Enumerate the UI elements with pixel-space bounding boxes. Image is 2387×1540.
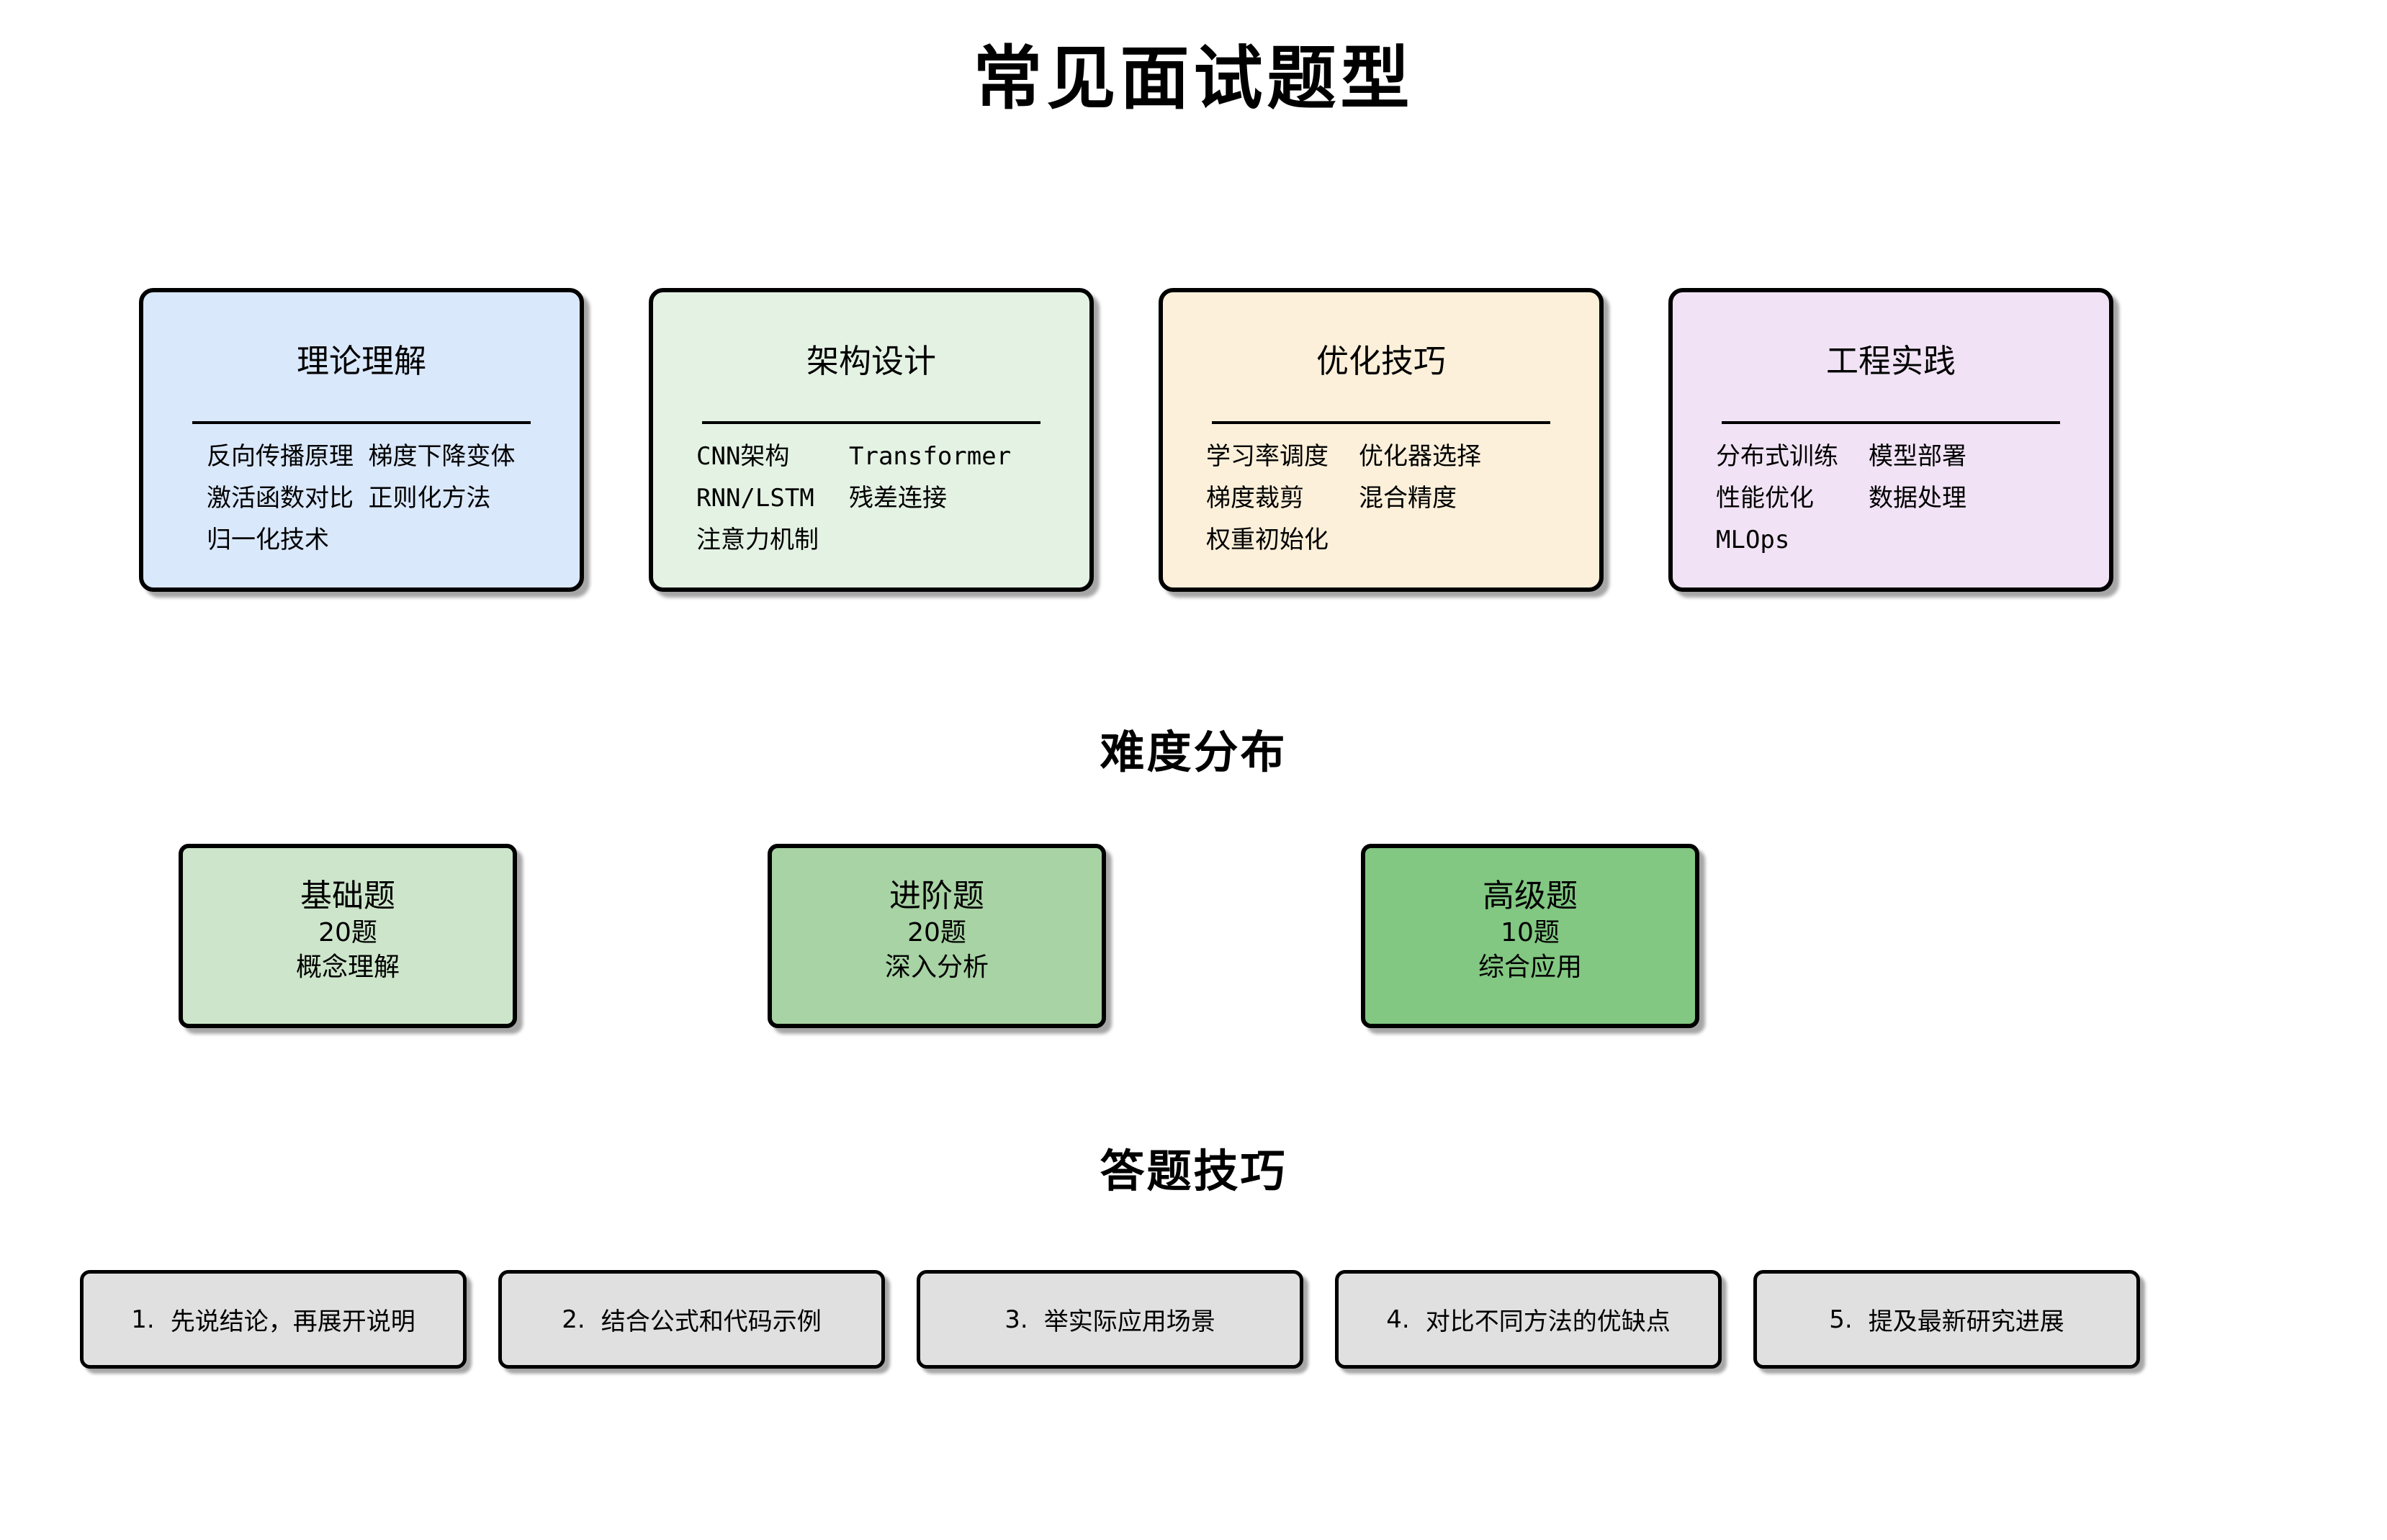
- tip-card-5: 5. 提及最新研究进展: [1753, 1270, 2140, 1369]
- difficulty-title: 进阶题: [889, 878, 984, 914]
- tip-number: 4.: [1386, 1305, 1410, 1334]
- tip-card-2: 2. 结合公式和代码示例: [498, 1270, 885, 1369]
- category-card-engineering: 工程实践 分布式训练 模型部署 性能优化 数据处理 MLOps: [1668, 288, 2113, 592]
- card-item: RNN/LSTM: [696, 484, 814, 513]
- card-item: 残差连接: [849, 484, 947, 513]
- difficulty-section-heading: 难度分布: [1100, 726, 1287, 778]
- card-item: CNN架构: [696, 442, 790, 471]
- tip-text: 提及最新研究进展: [1868, 1307, 2064, 1336]
- difficulty-card-basic: 基础题 20题 概念理解: [179, 844, 517, 1028]
- card-item: Transformer: [849, 442, 1012, 471]
- card-item: MLOps: [1716, 526, 1790, 554]
- difficulty-card-advanced: 高级题 10题 综合应用: [1361, 844, 1699, 1028]
- card-item: 学习率调度: [1206, 442, 1329, 471]
- difficulty-card-intermediate: 进阶题 20题 深入分析: [768, 844, 1106, 1028]
- difficulty-desc: 概念理解: [295, 953, 400, 982]
- tip-text: 对比不同方法的优缺点: [1425, 1307, 1671, 1336]
- card-title: 架构设计: [806, 342, 936, 380]
- tips-section-heading: 答题技巧: [1100, 1145, 1287, 1197]
- difficulty-count: 20题: [907, 918, 966, 947]
- card-item: 性能优化: [1716, 484, 1814, 513]
- card-item: 梯度裁剪: [1206, 484, 1304, 513]
- tip-card-3: 3. 举实际应用场景: [917, 1270, 1303, 1369]
- tip-number: 5.: [1829, 1305, 1853, 1334]
- card-divider: [702, 421, 1040, 424]
- tip-number: 2.: [562, 1305, 585, 1334]
- card-item: 模型部署: [1869, 442, 1966, 471]
- card-divider: [1212, 421, 1550, 424]
- category-card-theory: 理论理解 反向传播原理 梯度下降变体 激活函数对比 正则化方法 归一化技术: [139, 288, 584, 592]
- card-item-line: 激活函数对比 正则化方法: [207, 484, 491, 513]
- category-card-architecture: 架构设计 CNN架构 Transformer RNN/LSTM 残差连接 注意力…: [649, 288, 1094, 592]
- card-item: 优化器选择: [1359, 442, 1481, 471]
- tip-number: 1.: [131, 1305, 155, 1334]
- difficulty-count: 20题: [318, 918, 377, 947]
- difficulty-desc: 深入分析: [884, 953, 989, 982]
- tip-card-1: 1. 先说结论，再展开说明: [80, 1270, 467, 1369]
- tip-text: 结合公式和代码示例: [601, 1307, 822, 1336]
- card-item: 混合精度: [1359, 484, 1457, 513]
- card-item: 数据处理: [1869, 484, 1966, 513]
- card-item: 分布式训练: [1716, 442, 1838, 471]
- card-title: 优化技巧: [1316, 342, 1446, 380]
- difficulty-title: 基础题: [300, 878, 395, 914]
- tip-card-4: 4. 对比不同方法的优缺点: [1335, 1270, 1722, 1369]
- tip-number: 3.: [1004, 1305, 1028, 1334]
- tip-text: 举实际应用场景: [1043, 1307, 1215, 1336]
- page-title: 常见面试题型: [973, 38, 1414, 119]
- difficulty-count: 10题: [1501, 918, 1560, 947]
- card-item-line: 反向传播原理 梯度下降变体: [207, 442, 516, 471]
- card-divider: [192, 421, 531, 424]
- difficulty-desc: 综合应用: [1478, 953, 1582, 982]
- card-title: 理论理解: [296, 342, 426, 380]
- category-card-optimization: 优化技巧 学习率调度 优化器选择 梯度裁剪 混合精度 权重初始化: [1159, 288, 1604, 592]
- card-item: 权重初始化: [1206, 526, 1329, 554]
- difficulty-title: 高级题: [1483, 878, 1578, 914]
- card-title: 工程实践: [1825, 342, 1956, 380]
- card-divider: [1722, 421, 2060, 424]
- card-item-line: 归一化技术: [207, 526, 329, 554]
- card-item: 注意力机制: [696, 526, 819, 554]
- tip-text: 先说结论，再展开说明: [170, 1307, 415, 1336]
